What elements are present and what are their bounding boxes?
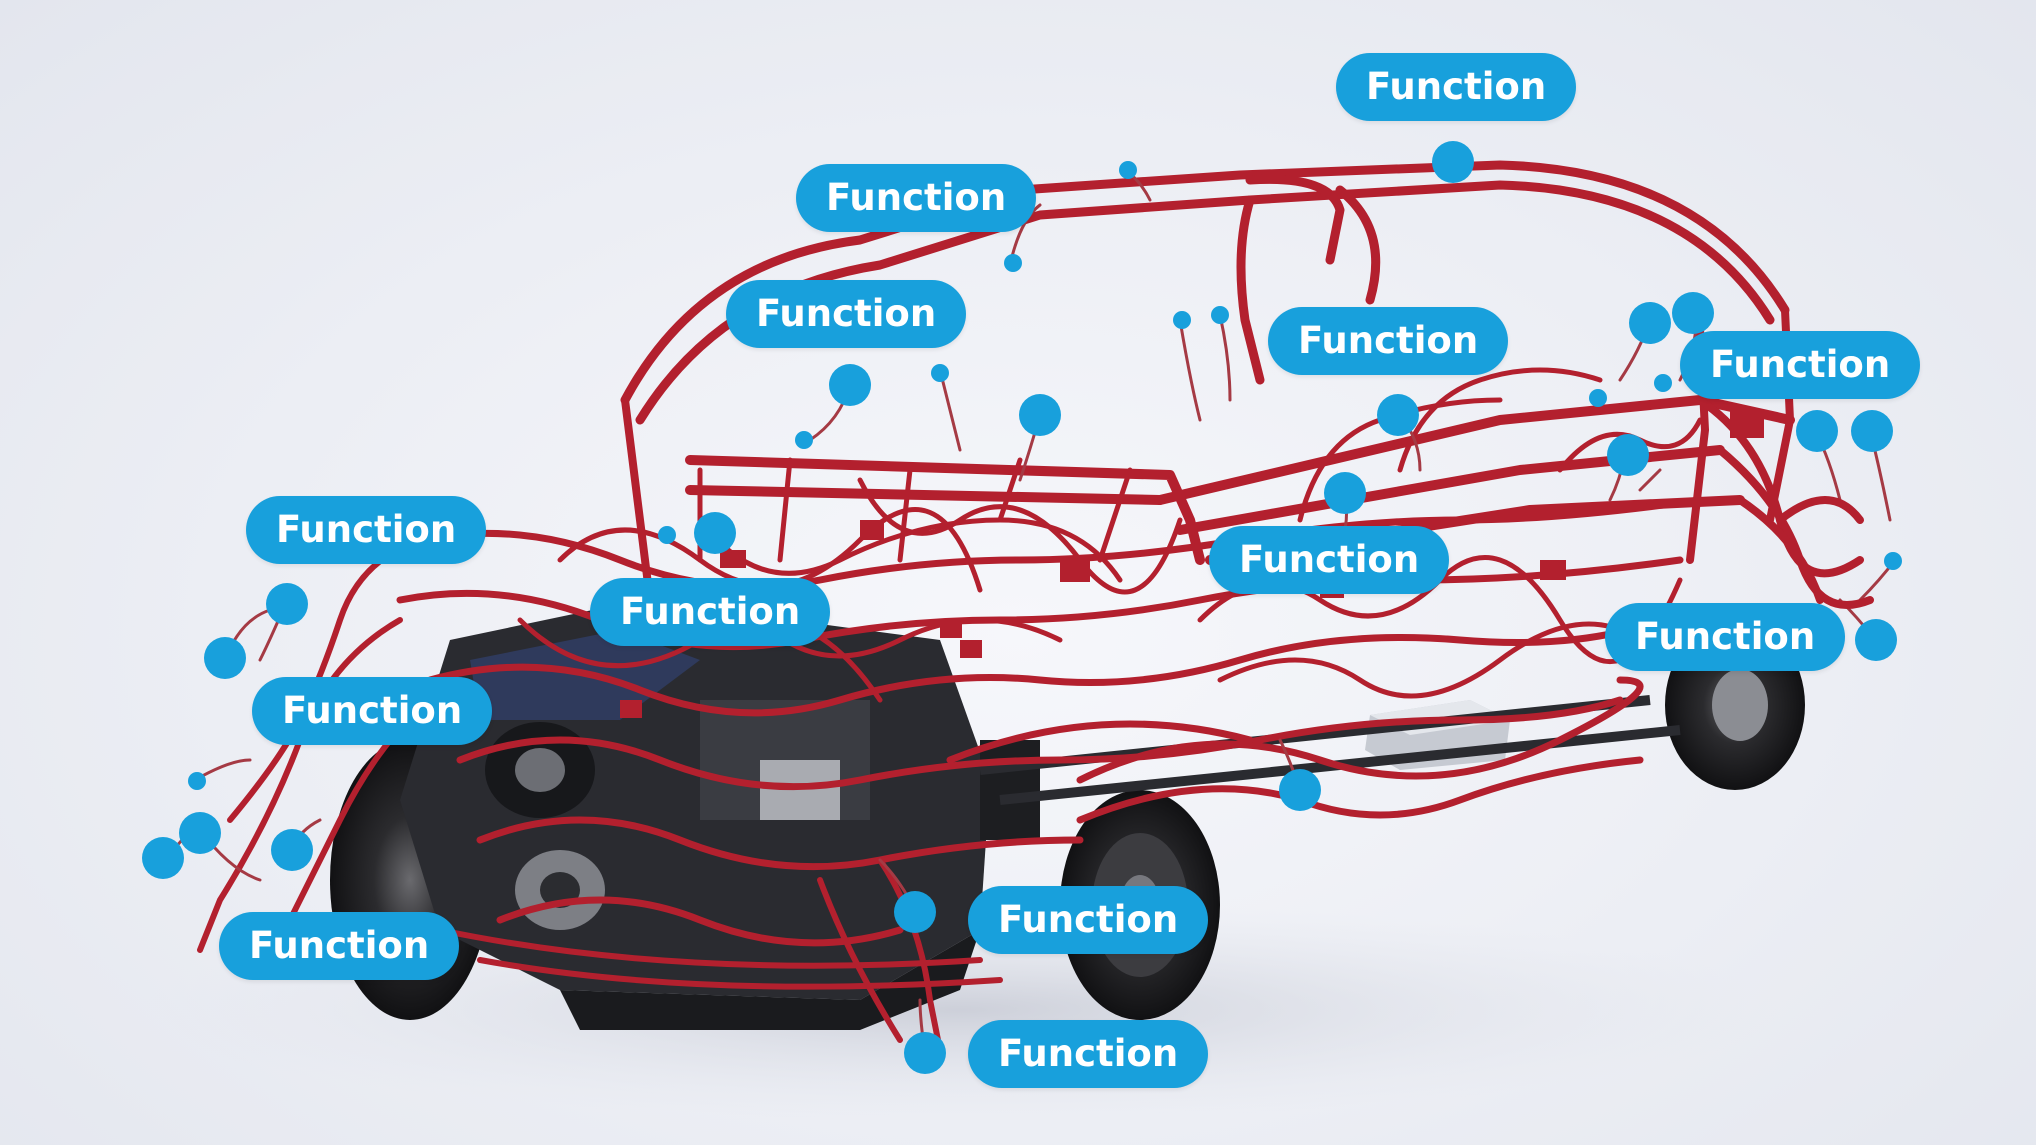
callout-dot[interactable] — [658, 526, 676, 544]
callout-dot[interactable] — [1589, 389, 1607, 407]
callout-dot[interactable] — [1884, 552, 1902, 570]
callout-dot[interactable] — [1796, 410, 1838, 452]
chassis-frame — [979, 695, 1681, 805]
function-label[interactable]: Function — [796, 164, 1037, 232]
function-label[interactable]: Function — [219, 912, 460, 980]
callout-dot[interactable] — [1019, 394, 1061, 436]
callout-dot[interactable] — [142, 837, 184, 879]
callout-dot[interactable] — [1279, 769, 1321, 811]
callout-dot[interactable] — [1432, 141, 1474, 183]
function-label[interactable]: Function — [968, 886, 1209, 954]
callout-dot[interactable] — [1004, 254, 1022, 272]
function-label[interactable]: Function — [246, 496, 487, 564]
callout-dot[interactable] — [1173, 311, 1191, 329]
function-label[interactable]: Function — [1605, 603, 1846, 671]
callout-dot[interactable] — [1672, 292, 1714, 334]
function-label[interactable]: Function — [252, 677, 493, 745]
function-label[interactable]: Function — [1680, 331, 1921, 399]
callout-dot[interactable] — [1855, 619, 1897, 661]
callout-dot[interactable] — [931, 364, 949, 382]
callout-dot[interactable] — [829, 364, 871, 406]
function-label[interactable]: Function — [1209, 526, 1450, 594]
function-label[interactable]: Function — [1336, 53, 1577, 121]
callout-dot[interactable] — [904, 1032, 946, 1074]
callout-dot[interactable] — [894, 891, 936, 933]
callout-dot[interactable] — [1119, 161, 1137, 179]
callout-dot[interactable] — [271, 829, 313, 871]
callout-dot[interactable] — [1851, 410, 1893, 452]
callout-dot[interactable] — [1211, 306, 1229, 324]
callout-dot[interactable] — [694, 512, 736, 554]
callout-dot[interactable] — [1324, 472, 1366, 514]
callout-dot[interactable] — [1377, 394, 1419, 436]
callout-dot[interactable] — [188, 772, 206, 790]
callout-dot[interactable] — [179, 812, 221, 854]
function-label[interactable]: Function — [590, 578, 831, 646]
callout-dot[interactable] — [1629, 302, 1671, 344]
function-label[interactable]: Function — [1268, 307, 1509, 375]
callout-dot[interactable] — [1607, 434, 1649, 476]
function-label[interactable]: Function — [968, 1020, 1209, 1088]
function-label[interactable]: Function — [726, 280, 967, 348]
callout-dot[interactable] — [1654, 374, 1672, 392]
callout-dot[interactable] — [266, 583, 308, 625]
callout-dot[interactable] — [204, 637, 246, 679]
callout-dot[interactable] — [795, 431, 813, 449]
